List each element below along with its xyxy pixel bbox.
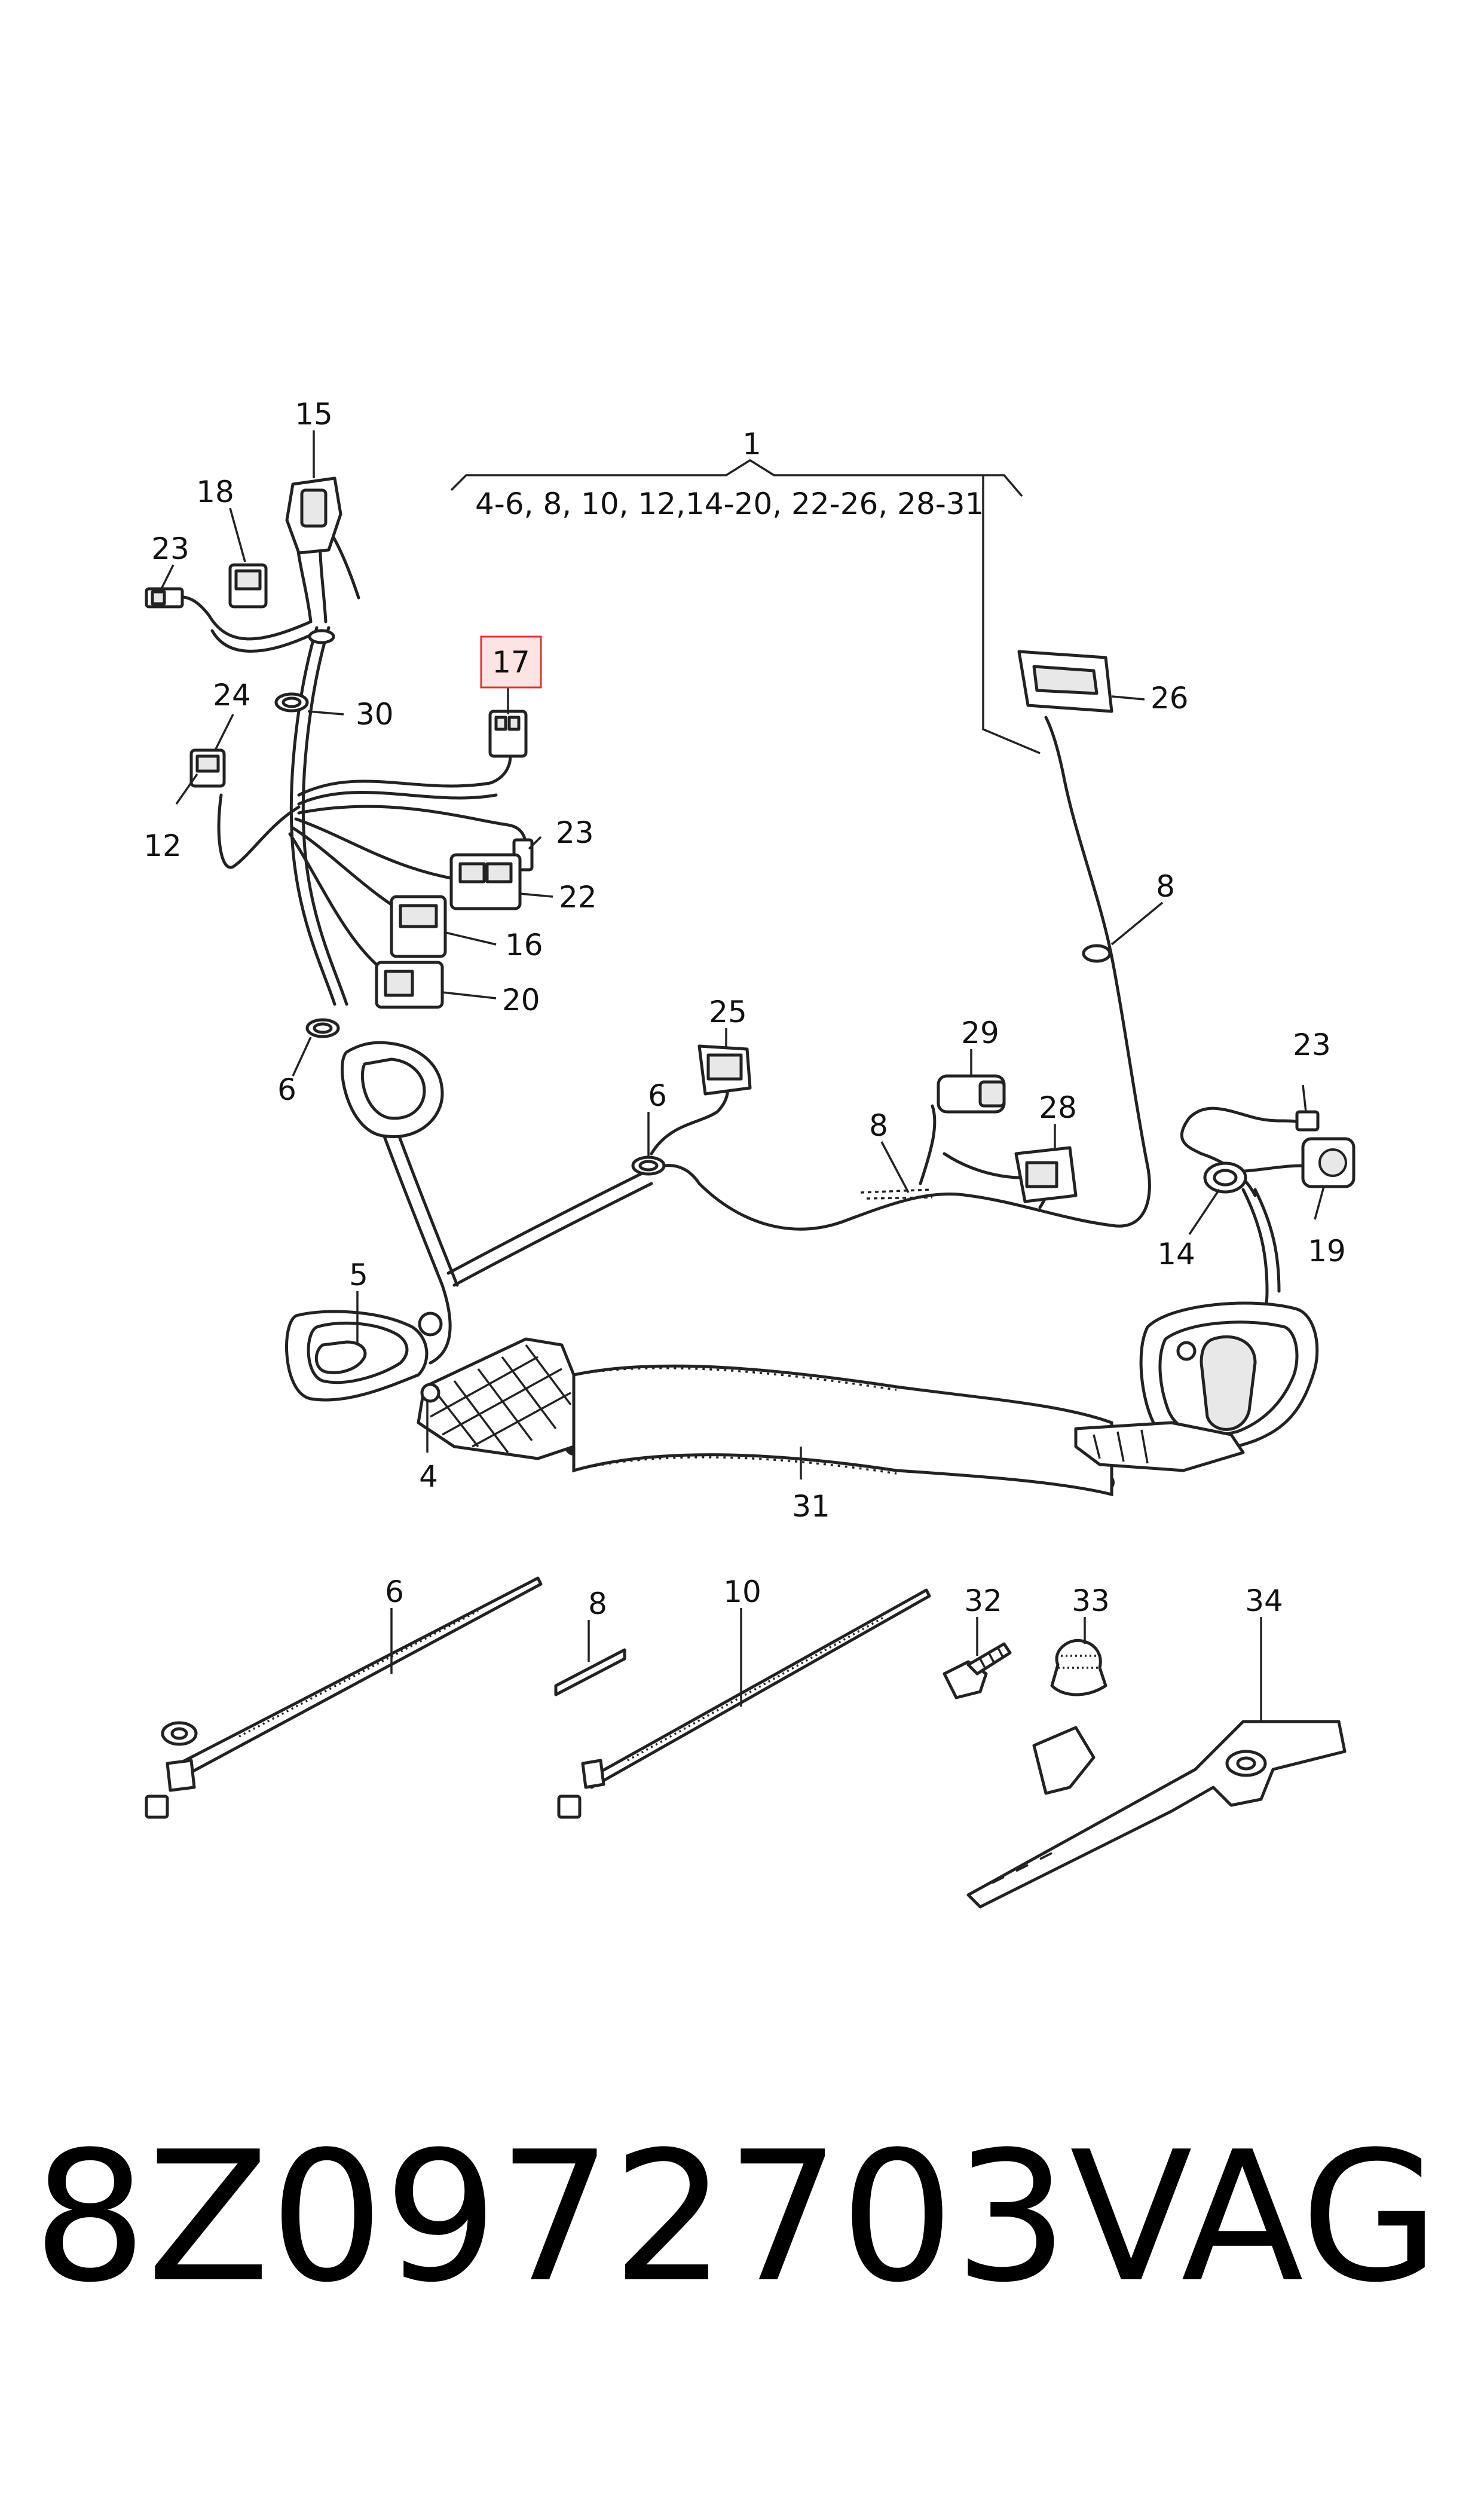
- harness-ties: [274, 629, 1112, 1200]
- connector-24-12: [189, 748, 226, 788]
- connector-22: [449, 853, 522, 910]
- brand-name: VAG: [1070, 2113, 1440, 2322]
- callout-19: 19: [1308, 1234, 1346, 1268]
- hatched-clip: [417, 1337, 576, 1460]
- callout-labels: 1 4-6, 8, 10, 12,14-20, 22-26, 28-31 15 …: [143, 397, 1346, 1621]
- connector-16: [390, 895, 447, 958]
- connector-26: [1017, 650, 1113, 713]
- callout-4: 4: [419, 1459, 438, 1494]
- callout-1: 1: [742, 427, 761, 461]
- callout-23: 23: [151, 531, 189, 566]
- callout-31: 31: [792, 1489, 830, 1524]
- connector-23a: [145, 587, 184, 609]
- callout-10: 10: [723, 1575, 761, 1609]
- connector-19: [1301, 1137, 1356, 1188]
- leader-lines: [160, 430, 1325, 1722]
- callout-8: 8: [1156, 869, 1175, 904]
- end-housing-right: [1074, 1301, 1319, 1472]
- callout-6: 6: [648, 1078, 667, 1113]
- connector-28: [1014, 1146, 1078, 1203]
- connector-17: [488, 710, 528, 758]
- screw-32: [943, 1642, 1012, 1699]
- nut-33: [1050, 1638, 1107, 1696]
- callout-12: 12: [143, 829, 182, 863]
- callout-30: 30: [356, 697, 394, 732]
- callout-24: 24: [213, 678, 251, 713]
- callout-20: 20: [502, 983, 540, 1017]
- connector-15: [285, 476, 342, 555]
- group-bracket: [450, 458, 1041, 754]
- grommet-upper: [341, 1041, 444, 1138]
- callout-28: 28: [1039, 1090, 1077, 1125]
- callout-8: 8: [588, 1586, 607, 1621]
- callout-8: 8: [869, 1108, 888, 1143]
- callout-14: 14: [1157, 1237, 1195, 1271]
- callout-22: 22: [559, 880, 597, 915]
- highlight-box-17: [480, 635, 542, 689]
- callout-34: 34: [1245, 1583, 1283, 1618]
- grommet-14: [1203, 1161, 1247, 1194]
- grommet-5: [285, 1310, 443, 1403]
- callout-17: 17: [492, 645, 530, 680]
- callout-33: 33: [1072, 1583, 1110, 1618]
- part-number: 8Z0972703: [33, 2113, 1069, 2322]
- connector-20: [375, 961, 444, 1009]
- callout-16: 16: [505, 928, 543, 962]
- callout-25: 25: [709, 995, 747, 1029]
- callout-6: 6: [385, 1575, 404, 1609]
- callout-23: 23: [1293, 1028, 1331, 1062]
- callout-32: 32: [964, 1583, 1002, 1618]
- conduit-31: [565, 1364, 1115, 1497]
- callout-29: 29: [961, 1016, 999, 1050]
- bracket-34: [966, 1720, 1347, 1909]
- connector-18: [228, 563, 268, 609]
- cable-tie-10: [557, 1588, 931, 1819]
- callout-18: 18: [196, 475, 234, 509]
- callout-15: 15: [295, 397, 333, 432]
- harness-center-run: [357, 716, 1151, 1365]
- callout-group-range: 4-6, 8, 10, 12,14-20, 22-26, 28-31: [475, 487, 984, 521]
- callout-23: 23: [556, 815, 594, 850]
- connector-23c: [1295, 1110, 1320, 1132]
- cable-tie-6: [145, 1576, 543, 1819]
- callout-26: 26: [1151, 681, 1189, 716]
- sensor-29: [937, 1074, 1006, 1114]
- tape-8: [554, 1648, 626, 1696]
- callout-5: 5: [349, 1258, 368, 1292]
- callout-6: 6: [277, 1072, 296, 1107]
- connector-25: [697, 1044, 752, 1096]
